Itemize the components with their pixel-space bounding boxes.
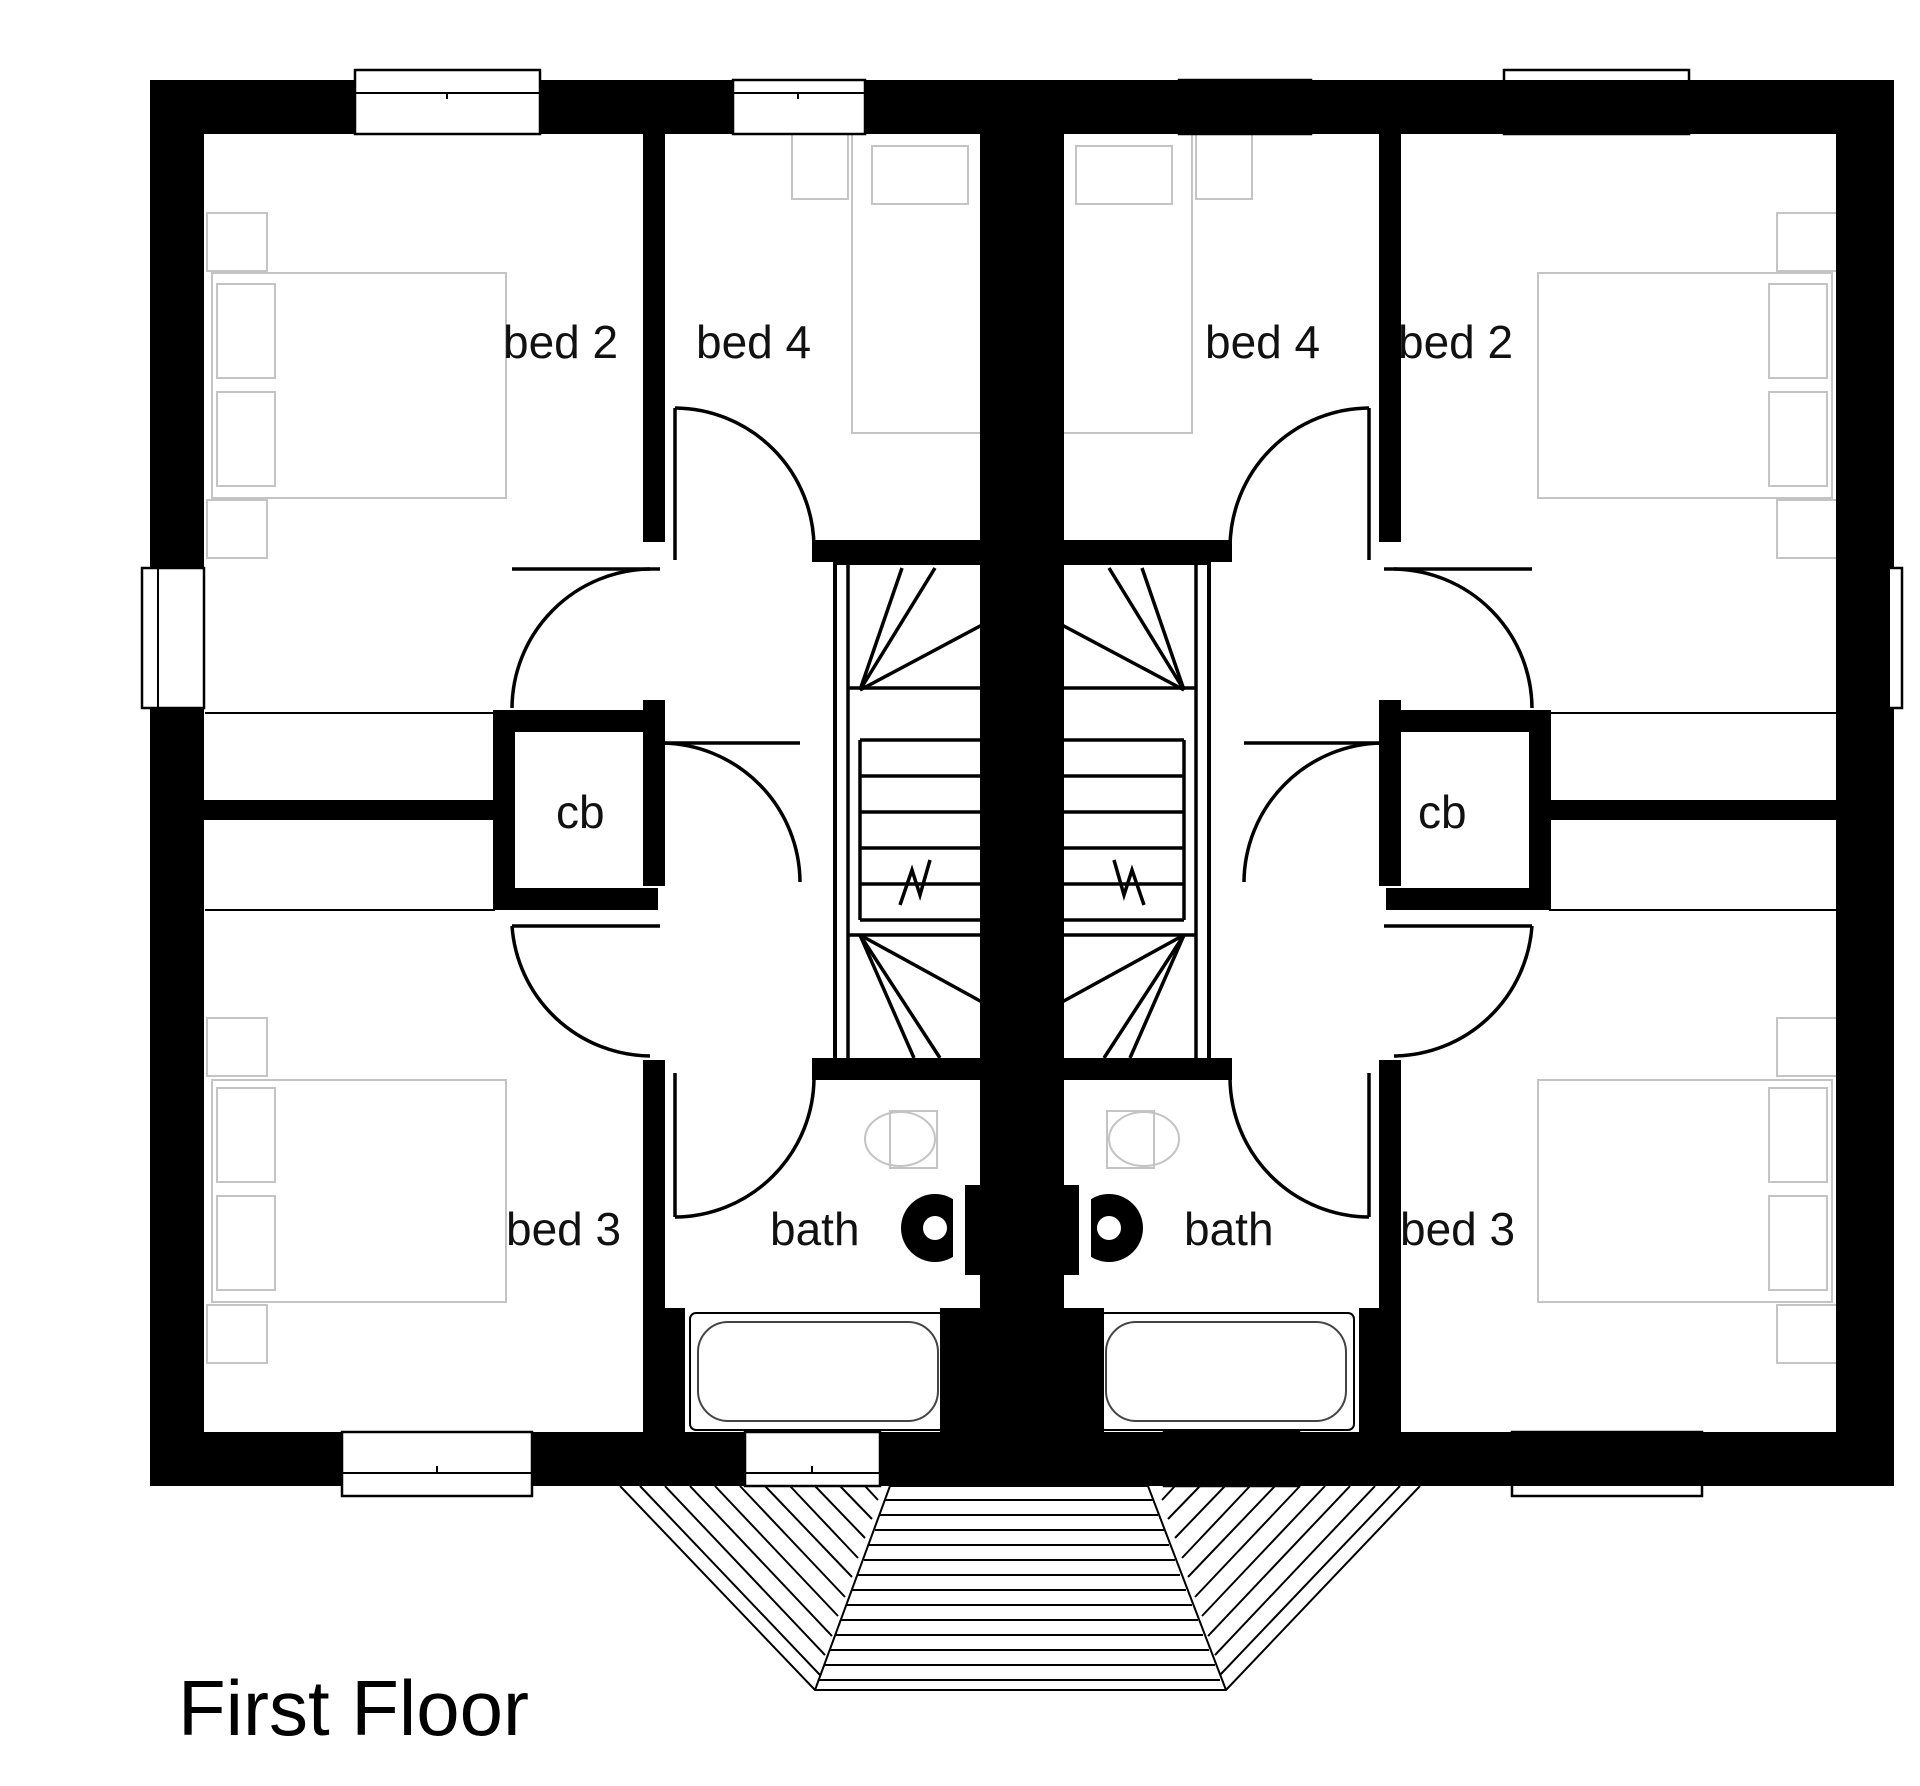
plan-title: First Floor bbox=[178, 1664, 529, 1752]
right-bed-3-label: bed 3 bbox=[1400, 1203, 1515, 1255]
left-bed-2-label: bed 2 bbox=[503, 316, 618, 368]
staircase bbox=[833, 561, 984, 1063]
right-bath-label: bath bbox=[1184, 1203, 1274, 1255]
right-bed-4-label: bed 4 bbox=[1205, 316, 1320, 368]
right-bed-2-label: bed 2 bbox=[1398, 316, 1513, 368]
left-cb-label: cb bbox=[556, 786, 605, 838]
walls bbox=[150, 80, 1010, 1486]
left-bed-4-label: bed 4 bbox=[696, 316, 811, 368]
windows bbox=[140, 68, 882, 1498]
left-bed-3-label: bed 3 bbox=[506, 1203, 621, 1255]
party-wall bbox=[985, 80, 1055, 1486]
left-bath-label: bath bbox=[770, 1203, 860, 1255]
left-unit bbox=[140, 68, 1010, 1498]
door-swings bbox=[205, 406, 816, 1219]
porch-canopy bbox=[619, 1485, 1421, 1691]
right-cb-label: cb bbox=[1418, 786, 1467, 838]
